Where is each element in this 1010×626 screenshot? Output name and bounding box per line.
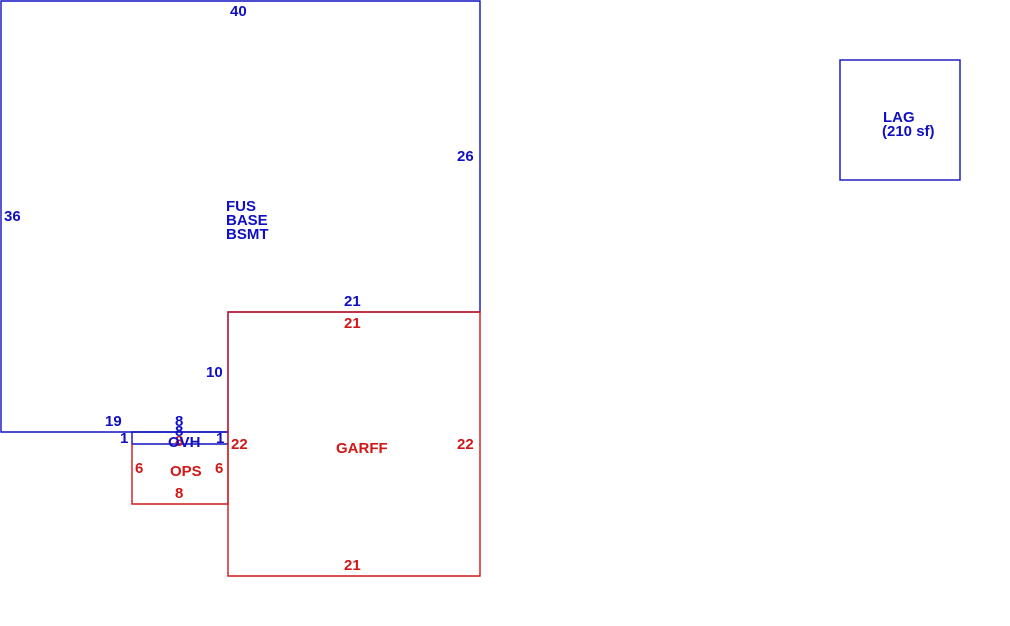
main-area-label-3: BSMT <box>226 226 269 243</box>
lag-label: LAG <box>883 109 915 126</box>
main-area-label-1: FUS <box>226 198 256 215</box>
garage-label: GARFF <box>336 440 388 457</box>
dim-main-inner-left: 10 <box>206 364 223 381</box>
lag-outline <box>839 59 961 181</box>
dim-porch-left: 6 <box>135 460 143 477</box>
dim-main-right: 26 <box>457 148 474 165</box>
dim-main-top: 40 <box>230 3 247 20</box>
dim-ovh-top: 8 <box>175 413 183 430</box>
dim-garage-top: 21 <box>344 315 361 332</box>
porch-label: OPS <box>170 463 202 480</box>
dim-porch-right: 6 <box>215 460 223 477</box>
lag-area-label: (210 sf) <box>882 123 935 140</box>
dim-ovh-left: 1 <box>120 430 128 447</box>
dim-main-bottom: 19 <box>105 413 122 430</box>
dim-porch-bottom: 8 <box>175 485 183 502</box>
dim-main-left: 36 <box>4 208 21 225</box>
dim-main-inner-top: 21 <box>344 293 361 310</box>
main-area-label-2: BASE <box>226 212 268 229</box>
dim-ovh-mid-2: 8 <box>175 433 183 450</box>
dim-ovh-right: 1 <box>216 430 224 447</box>
dim-ovh-mid-1: 8 <box>175 423 183 440</box>
overhang-label: OVH <box>168 434 201 451</box>
dim-garage-right: 22 <box>457 436 474 453</box>
garage-outline <box>227 311 481 577</box>
dim-garage-bottom: 21 <box>344 557 361 574</box>
dim-garage-left: 22 <box>231 436 248 453</box>
